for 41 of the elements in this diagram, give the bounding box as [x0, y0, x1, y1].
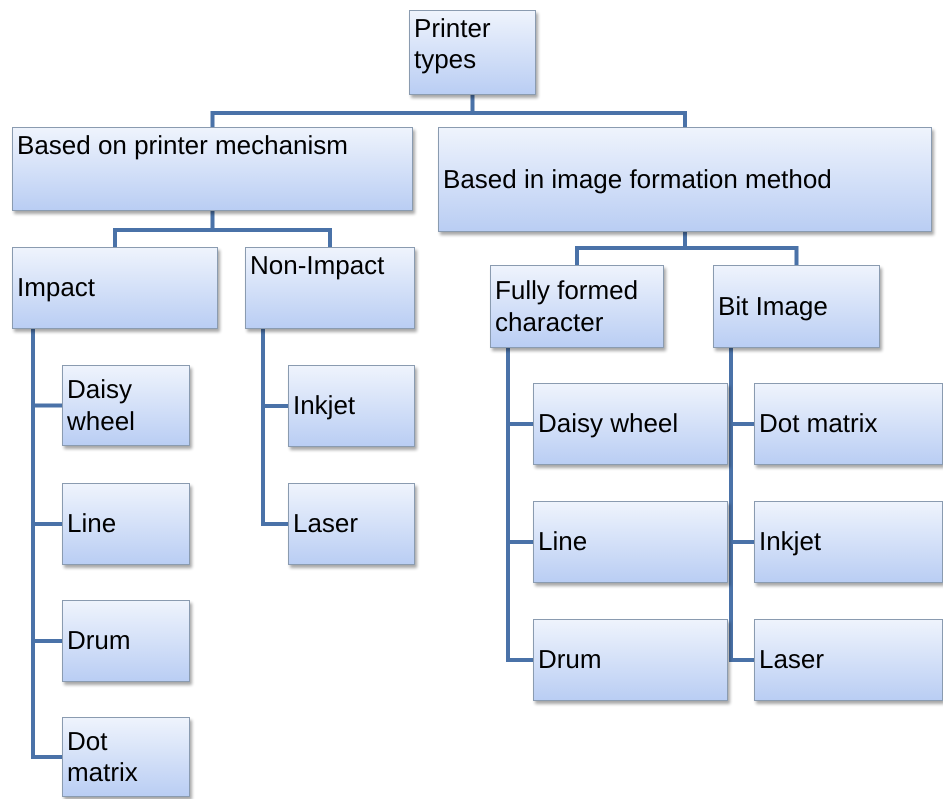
- box-label: Inkjet: [293, 390, 356, 422]
- category-box: [533, 383, 728, 465]
- category-box: [245, 247, 415, 329]
- category-box: [754, 501, 943, 583]
- box-label: Based on printer mechanism: [17, 130, 348, 162]
- category-box: [438, 127, 932, 232]
- category-box: [62, 483, 190, 565]
- category-box: [62, 600, 190, 682]
- box-label: Drum: [538, 644, 602, 676]
- box-label: Based in image formation method: [443, 164, 832, 196]
- category-box: [533, 501, 728, 583]
- box-label: Dot matrix: [759, 408, 878, 440]
- category-box: [754, 383, 943, 465]
- box-label: Line: [538, 526, 588, 558]
- category-box: [62, 717, 190, 797]
- connector-line: [470, 95, 687, 127]
- box-label: Fully formed character: [495, 275, 640, 338]
- connector-line: [31, 329, 62, 759]
- category-box: [62, 365, 190, 446]
- box-label: Impact: [17, 272, 96, 304]
- category-box: [12, 127, 413, 211]
- connector-line: [506, 348, 533, 662]
- box-label: Bit Image: [718, 290, 828, 322]
- category-box: [754, 619, 943, 701]
- category-box: [288, 365, 415, 447]
- category-box: [409, 10, 536, 95]
- box-label: Inkjet: [759, 526, 822, 558]
- box-label: Drum: [67, 625, 131, 657]
- category-box: [12, 247, 218, 329]
- box-label: Laser: [759, 644, 824, 676]
- box-label: Daisy wheel: [538, 408, 678, 440]
- box-label: Daisy wheel: [67, 374, 136, 437]
- category-box: [713, 265, 880, 348]
- box-label: Non-Impact: [250, 250, 384, 282]
- category-box: [533, 619, 728, 701]
- category-box: [490, 265, 664, 348]
- box-label: Line: [67, 508, 116, 540]
- box-label: Laser: [293, 508, 358, 540]
- category-box: [288, 483, 415, 565]
- box-label: Printer types: [414, 13, 492, 76]
- box-label: Dot matrix: [67, 726, 139, 788]
